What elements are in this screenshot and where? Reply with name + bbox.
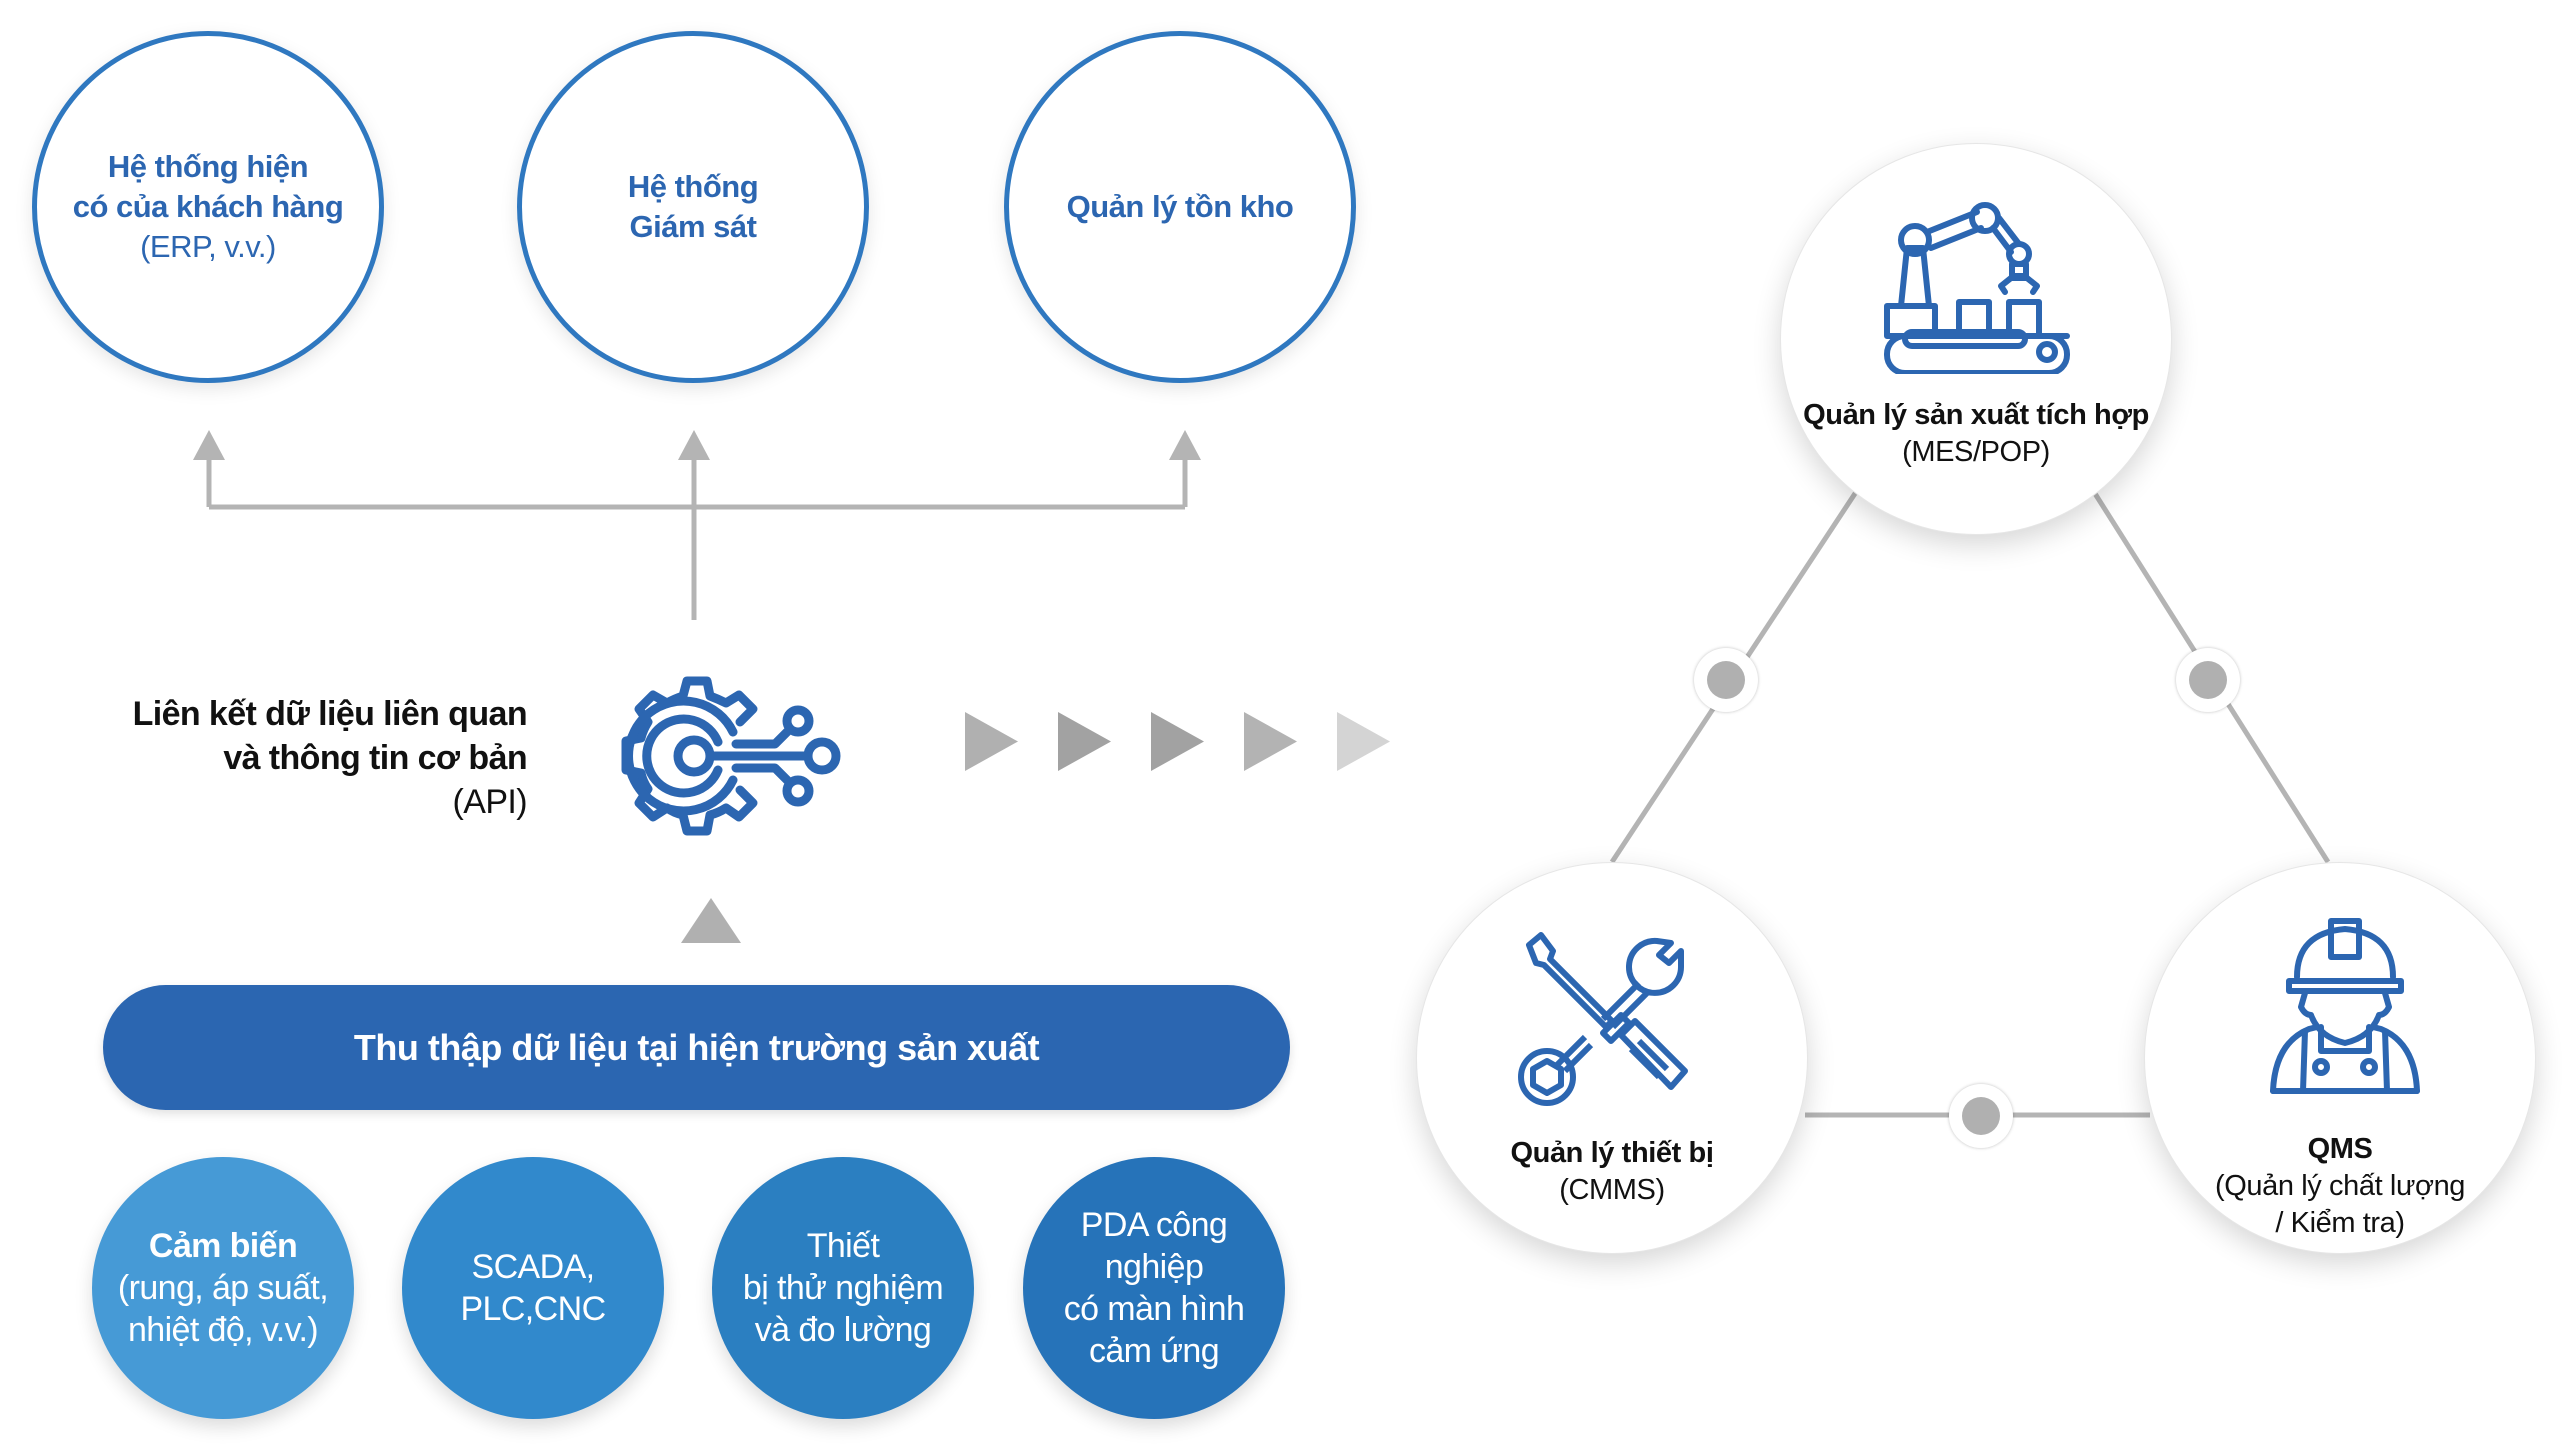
source-pda[interactable]: PDA công nghiệp có màn hình cảm ứng <box>1023 1157 1285 1419</box>
play-triangle-icon <box>1151 712 1204 771</box>
data-collection-bar[interactable]: Thu thập dữ liệu tại hiện trường sản xuấ… <box>103 985 1290 1110</box>
integration-sub: (API) <box>452 783 528 821</box>
source-test-line3: và đo lường <box>754 1311 932 1349</box>
source-pda-line1: PDA công <box>1080 1206 1228 1244</box>
flow-arrows <box>965 712 1390 771</box>
worker-hardhat-icon <box>2270 918 2420 1094</box>
target-erp-line1: Hệ thống hiện <box>107 149 309 184</box>
arrow-up-icon <box>681 898 741 943</box>
integration-label: Liên kết dữ liệu liên quan và thông tin … <box>132 692 528 824</box>
wrench-screwdriver-icon <box>1518 932 1688 1106</box>
source-scada-line1: SCADA, <box>471 1248 596 1286</box>
node-qms-sub2: / Kiểm tra) <box>2275 1207 2405 1239</box>
source-sensors-line2: (rung, áp suất, <box>117 1269 329 1307</box>
link-dot-cmms-qms <box>1949 1084 2013 1148</box>
target-erp-line2: có của khách hàng <box>72 189 344 224</box>
branch-connector <box>206 459 1188 620</box>
source-sensors-line3: nhiệt độ, v.v.) <box>127 1311 319 1349</box>
arrow-up-icon <box>1169 430 1201 460</box>
integration-line1: Liên kết dữ liệu liên quan <box>132 695 528 733</box>
source-test-line2: bị thử nghiệm <box>742 1269 944 1307</box>
link-dot-mes-cmms <box>1694 648 1758 712</box>
target-inventory-line1: Quản lý tồn kho <box>1066 189 1294 224</box>
node-qms-sub1: (Quản lý chất lượng <box>2214 1170 2466 1202</box>
play-triangle-icon <box>1337 712 1390 771</box>
target-monitoring-line1: Hệ thống <box>627 169 759 204</box>
link-dot-mes-qms <box>2176 648 2240 712</box>
integration-line2: và thông tin cơ bản <box>223 739 527 777</box>
play-triangle-icon <box>965 712 1018 771</box>
node-qms[interactable]: QMS (Quản lý chất lượng / Kiểm tra) <box>2144 862 2536 1254</box>
target-erp[interactable]: Hệ thống hiện có của khách hàng (ERP, v.… <box>32 31 384 383</box>
source-scada-line2: PLC,CNC <box>460 1290 606 1328</box>
target-erp-sub: (ERP, v.v.) <box>140 229 276 264</box>
node-cmms-sub: (CMMS) <box>1559 1174 1665 1206</box>
robot-arm-conveyor-icon <box>1884 202 2070 374</box>
source-test-line1: Thiết <box>806 1227 880 1265</box>
node-qms-title: QMS <box>2307 1133 2373 1165</box>
node-mes-sub: (MES/POP) <box>1902 436 2050 468</box>
target-monitoring[interactable]: Hệ thống Giám sát <box>517 31 869 383</box>
play-triangle-icon <box>1058 712 1111 771</box>
source-pda-line3: có màn hình <box>1063 1290 1245 1328</box>
source-pda-line2: nghiệp <box>1104 1248 1204 1286</box>
node-cmms[interactable]: Quản lý thiết bị (CMMS) <box>1416 862 1808 1254</box>
target-monitoring-line2: Giám sát <box>629 209 757 244</box>
node-cmms-title: Quản lý thiết bị <box>1510 1137 1714 1169</box>
source-scada[interactable]: SCADA, PLC,CNC <box>402 1157 664 1419</box>
source-pda-line4: cảm ứng <box>1088 1332 1220 1370</box>
source-test-equipment[interactable]: Thiết bị thử nghiệm và đo lường <box>712 1157 974 1419</box>
gear-circuit-icon <box>621 676 841 836</box>
source-sensors[interactable]: Cảm biến (rung, áp suất, nhiệt độ, v.v.) <box>92 1157 354 1419</box>
arrow-up-icon <box>193 430 225 460</box>
data-collection-label: Thu thập dữ liệu tại hiện trường sản xuấ… <box>353 1026 1040 1068</box>
play-triangle-icon <box>1244 712 1297 771</box>
source-sensors-line1: Cảm biến <box>148 1227 298 1265</box>
node-mes-title: Quản lý sản xuất tích hợp <box>1803 399 2149 431</box>
arrow-up-icon <box>678 430 710 460</box>
node-mes[interactable]: Quản lý sản xuất tích hợp (MES/POP) <box>1780 143 2172 535</box>
target-inventory[interactable]: Quản lý tồn kho <box>1004 31 1356 383</box>
